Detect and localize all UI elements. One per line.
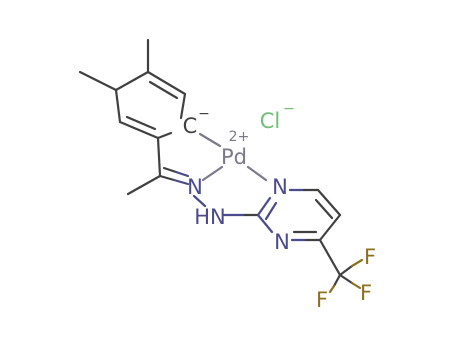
bond-c6-c5 — [316, 188, 342, 217]
bond-cf3-f2-f — [350, 281, 362, 290]
imine-bond-inner-c — [162, 166, 178, 174]
atom-chloride-charge: − — [283, 101, 295, 117]
atom-amine-nh: HN — [194, 205, 226, 229]
bond-pd-pyrimidine-n1 — [246, 165, 268, 182]
benzene-ring — [78, 38, 187, 196]
imine-double-bond — [158, 166, 190, 186]
bond-cf3-f2-c — [338, 273, 354, 285]
bond-c2-n1-inner — [264, 201, 278, 221]
bond-cf3-f1-f — [350, 258, 364, 268]
bond-imine-n-pd — [201, 165, 224, 182]
bond-c5-c6 — [114, 88, 122, 124]
bond-c1-c2 — [146, 70, 187, 96]
pyrimidine-ring — [256, 188, 342, 242]
bond-imine-carbon-methyl — [126, 174, 162, 196]
bond-carbanion-pd — [198, 132, 222, 148]
atom-imine-nitrogen: N — [187, 175, 203, 199]
bond-cf3-f3-f — [328, 284, 336, 294]
bond-cf3-f1-c — [338, 264, 354, 277]
trifluoromethyl-group — [318, 238, 364, 294]
hydrazine-linkage — [192, 194, 260, 217]
bond-c4-c5-double-inner — [125, 115, 157, 131]
bond-c2-n1 — [256, 196, 272, 217]
atom-fluorine-2: F — [360, 281, 372, 305]
atom-pyrimidine-n3: N — [274, 230, 290, 254]
atom-fluorine-3: F — [316, 288, 328, 312]
bond-c6-c1 — [114, 70, 150, 92]
bond-c6-methyl — [78, 70, 118, 92]
bond-n3-c2 — [256, 213, 274, 234]
bond-c1-c2-double-inner — [148, 80, 179, 100]
imine-bond-inner-n — [174, 170, 190, 178]
atom-carbanion-charge: − — [198, 106, 210, 122]
atom-chloride: Cl — [260, 109, 281, 133]
bond-c2-c3 — [179, 92, 187, 120]
bond-c6-c5-inner — [314, 198, 334, 220]
pd-coordination-bonds — [198, 132, 268, 182]
bond-c4-c5 — [118, 120, 160, 140]
imine-bond-outer-n — [172, 178, 190, 186]
imine-bond-outer-c — [158, 174, 176, 182]
bond-c4-cf3 — [318, 238, 342, 277]
bond-c3-c4-double-inner — [156, 131, 173, 140]
atom-palladium-charge: 2+ — [229, 129, 250, 145]
bond-cf3-f3-c — [332, 273, 342, 288]
bond-c5-c4 — [318, 213, 342, 242]
atom-palladium: Pd — [221, 145, 247, 169]
bond-imine-n-nh — [192, 194, 207, 208]
atom-fluorine-1: F — [364, 245, 376, 269]
atom-pyrimidine-n1: N — [272, 175, 288, 199]
atom-carbanion-c: C — [183, 114, 198, 138]
bond-c4-imine-carbon — [156, 136, 162, 178]
